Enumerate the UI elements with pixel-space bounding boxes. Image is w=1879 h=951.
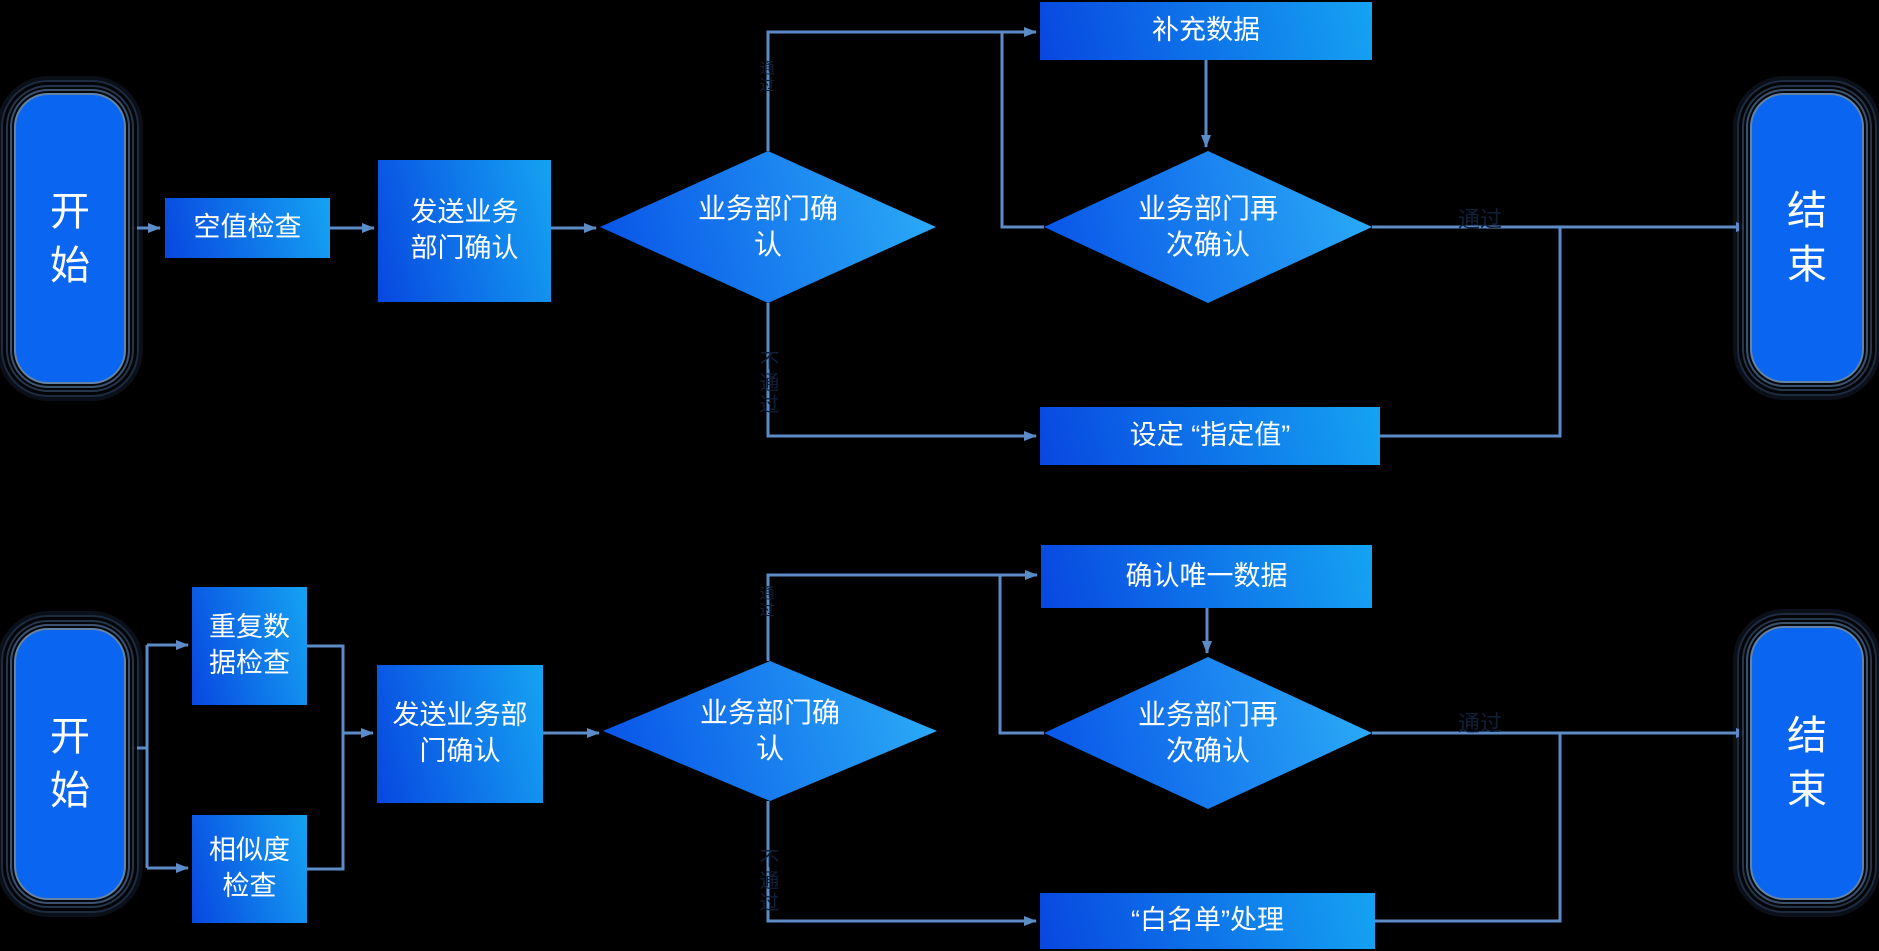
start-node-flow2[interactable]: 开 始	[16, 630, 124, 898]
start-label: 开 始	[50, 715, 90, 813]
confirm-unique-label: 确认唯一数据	[1125, 560, 1288, 591]
confirm-unique-step[interactable]: 确认唯一数据	[1041, 545, 1372, 608]
send-confirm-step-flow1[interactable]: 发送业务 部门确认	[378, 160, 551, 302]
send-confirm-label: 发送业务部 门确认	[392, 700, 528, 766]
null-check-label: 空值检查	[193, 212, 302, 243]
end-node-flow1[interactable]: 结 束	[1752, 95, 1862, 381]
supplement-data-label: 补充数据	[1152, 15, 1260, 46]
whitelist-label: “白名单”处理	[1131, 905, 1284, 936]
null-check-step[interactable]: 空值检查	[165, 198, 330, 258]
end-node-flow2[interactable]: 结 束	[1752, 628, 1862, 898]
edge-label-fail-flow2: 不通过	[756, 848, 778, 914]
set-value-step[interactable]: 设定 “指定值”	[1040, 407, 1380, 465]
edge-label-fail-flow1: 不通过	[756, 350, 778, 416]
duplicate-check-step[interactable]: 重复数 据检查	[192, 587, 307, 705]
similarity-check-label: 相似度 检查	[209, 835, 290, 901]
edge-confirm2-whitelist	[766, 801, 1037, 926]
edge-label-pass-up-flow2: 通过	[757, 585, 775, 619]
edge-setvalue-merge1	[1380, 227, 1562, 438]
end-label: 结 束	[1787, 189, 1827, 287]
edge-confirm2-unique	[766, 570, 1038, 661]
edge-junction2-reconfirm2	[998, 575, 1044, 735]
start-node-flow1[interactable]: 开 始	[16, 95, 124, 382]
whitelist-step[interactable]: “白名单”处理	[1040, 893, 1375, 949]
dept-confirm-label: 业务部门确 认	[699, 696, 840, 764]
supplement-data-step[interactable]: 补充数据	[1040, 2, 1372, 60]
edge-label-pass-end-flow1: 通过	[1458, 207, 1503, 232]
duplicate-check-label: 重复数 据检查	[209, 612, 290, 678]
dept-reconfirm-label: 业务部门再 次确认	[1137, 192, 1278, 260]
edge-label-pass-up-flow1: 通过	[757, 60, 775, 94]
edge-confirm1-setvalue	[766, 303, 1037, 441]
similarity-check-step[interactable]: 相似度 检查	[192, 815, 307, 923]
send-confirm-label: 发送业务 部门确认	[410, 197, 519, 263]
end-label: 结 束	[1787, 714, 1827, 812]
set-value-label: 设定 “指定值”	[1129, 420, 1291, 451]
dept-confirm-label: 业务部门确 认	[697, 192, 838, 260]
start-label: 开 始	[50, 189, 90, 288]
dept-reconfirm-label: 业务部门再 次确认	[1137, 698, 1278, 766]
send-confirm-step-flow2[interactable]: 发送业务部 门确认	[377, 665, 543, 803]
edge-confirm1-supplement	[766, 27, 1037, 151]
edge-whitelist-merge2	[1375, 733, 1562, 923]
edge-dupcheck-merge	[307, 644, 345, 871]
edge-label-pass-end-flow2: 通过	[1458, 711, 1503, 736]
edge-junction1-reconfirm1	[1000, 32, 1044, 229]
